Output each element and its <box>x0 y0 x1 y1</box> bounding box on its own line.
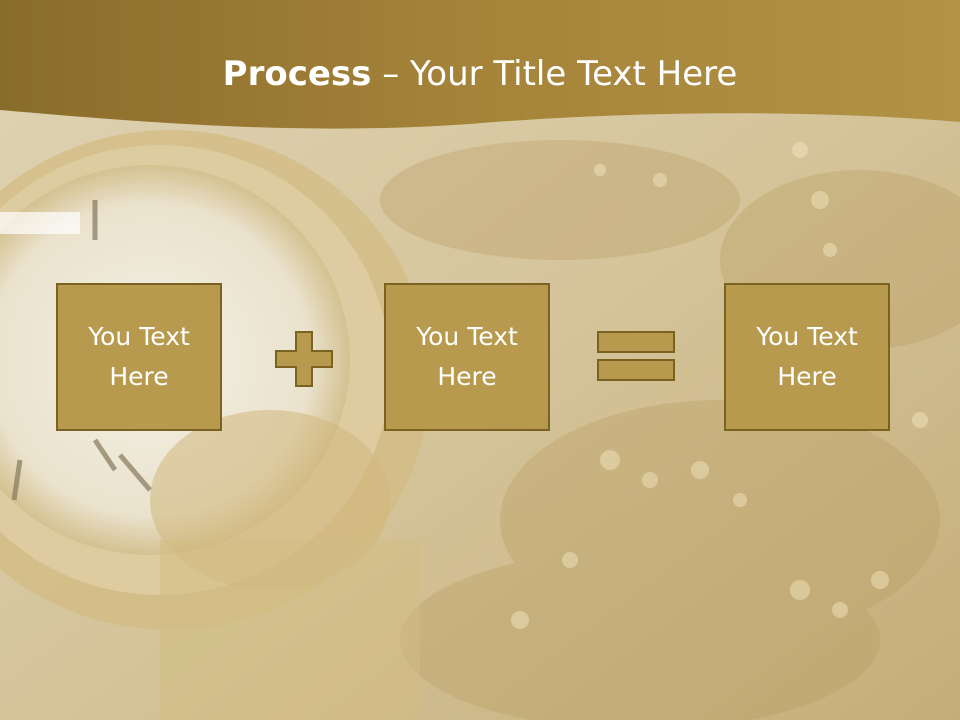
slide-title: Process – Your Title Text Here <box>0 50 960 98</box>
process-box-1-text: You Text Here <box>88 322 190 391</box>
title-bold: Process <box>222 54 372 94</box>
title-rest: Your Title Text Here <box>410 54 738 94</box>
equals-icon <box>597 331 675 381</box>
plus-icon <box>275 331 333 387</box>
process-box-2-text: You Text Here <box>416 322 518 391</box>
process-box-3-text: You Text Here <box>756 322 858 391</box>
process-box-3[interactable]: You Text Here <box>724 283 890 431</box>
process-box-2[interactable]: You Text Here <box>384 283 550 431</box>
header-band <box>0 0 960 129</box>
title-separator: – <box>371 54 411 94</box>
process-box-1[interactable]: You Text Here <box>56 283 222 431</box>
